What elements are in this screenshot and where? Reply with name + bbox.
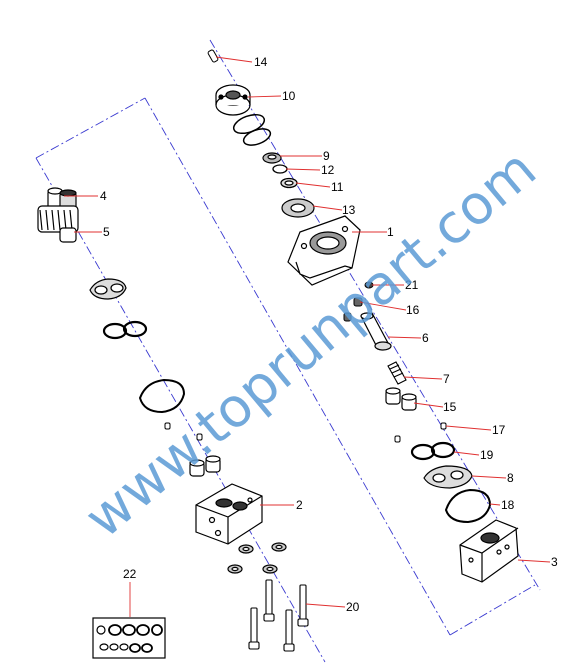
part-20-bolts xyxy=(248,579,309,652)
part-7-spring xyxy=(387,361,407,385)
label-18: 18 xyxy=(501,498,515,512)
leader-lines xyxy=(64,56,551,617)
label-12: 12 xyxy=(321,163,335,177)
part-14-pin xyxy=(207,49,219,63)
part-2-housing xyxy=(195,483,263,545)
label-20: 20 xyxy=(346,600,360,614)
label-7: 7 xyxy=(443,372,450,386)
part-17-pin-b xyxy=(394,435,401,443)
label-4: 4 xyxy=(100,189,107,203)
part-17-pin xyxy=(440,422,447,430)
part-8-wear-plate xyxy=(423,465,473,489)
left-gasket xyxy=(138,378,186,414)
left-figure8-seal xyxy=(102,320,148,340)
part-6-shaft xyxy=(360,312,392,351)
assembly-centerlines xyxy=(35,39,541,663)
part-19-seal xyxy=(410,441,456,461)
label-3: 3 xyxy=(551,555,558,569)
part-9-ring xyxy=(262,152,282,164)
label-22: 22 xyxy=(123,567,137,581)
part-12-ring xyxy=(272,164,288,174)
left-bushings xyxy=(189,455,221,477)
label-17: 17 xyxy=(492,423,506,437)
label-8: 8 xyxy=(507,471,514,485)
label-11: 11 xyxy=(331,180,344,194)
label-16: 16 xyxy=(406,303,420,317)
part-10-orings xyxy=(232,113,272,146)
left-wear-plate xyxy=(89,278,127,300)
label-10: 10 xyxy=(282,89,296,103)
watermark-text: www.toprunpart.com xyxy=(73,137,548,550)
callout-labels: 14 10 9 12 11 13 1 21 16 6 7 15 17 19 8 … xyxy=(100,55,558,614)
label-19: 19 xyxy=(480,448,494,462)
label-21: 21 xyxy=(405,278,419,292)
part-16-spacer xyxy=(343,297,363,322)
label-14: 14 xyxy=(254,55,268,69)
label-13: 13 xyxy=(342,203,356,217)
part-22-seal-kit xyxy=(92,617,166,659)
part-15-bushings xyxy=(385,387,417,411)
part-11-ring xyxy=(280,177,298,189)
label-2: 2 xyxy=(296,498,303,512)
part-3-housing xyxy=(459,519,519,583)
part-10-top-cap xyxy=(215,84,251,116)
label-6: 6 xyxy=(422,331,429,345)
label-5: 5 xyxy=(103,225,110,239)
part-18-gasket xyxy=(444,488,492,524)
washers xyxy=(227,542,287,574)
part-1-flange xyxy=(287,215,361,286)
label-1: 1 xyxy=(387,225,394,239)
left-pins xyxy=(164,422,203,441)
label-15: 15 xyxy=(443,400,457,414)
part-13-washer xyxy=(281,198,315,218)
label-9: 9 xyxy=(323,149,330,163)
part-5-gear xyxy=(37,205,79,243)
